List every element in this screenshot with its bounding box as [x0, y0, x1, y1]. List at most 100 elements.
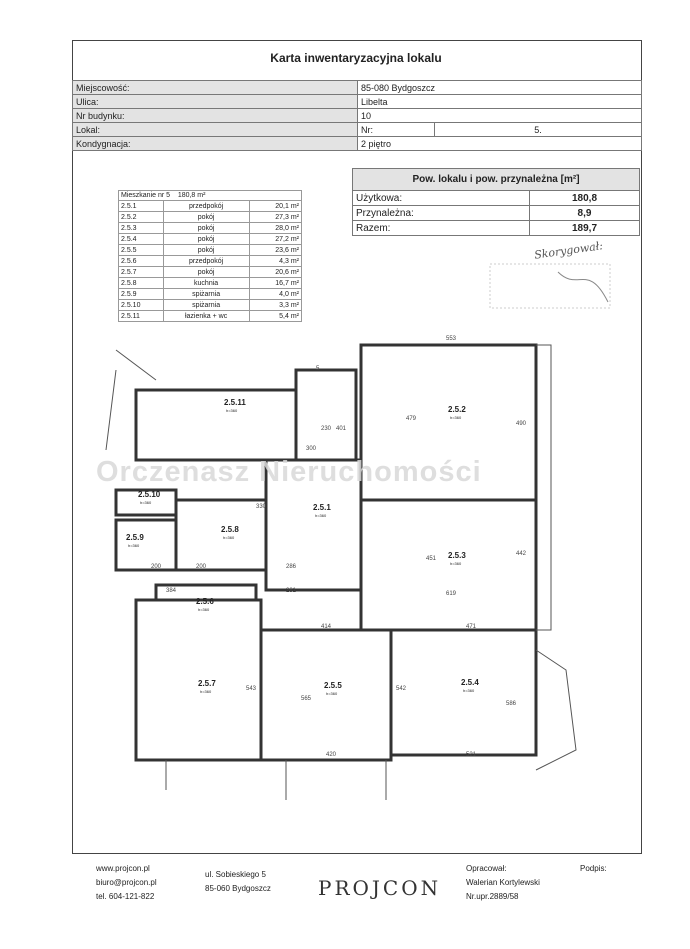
dimension-label: 384 — [166, 588, 177, 594]
dimension-label: 543 — [246, 686, 257, 692]
room-no: 2.5.6 — [118, 255, 164, 267]
dimension-label: 330 — [256, 504, 267, 510]
room-label: 2.5.3 — [448, 551, 466, 560]
dimension-label: 442 — [516, 551, 527, 557]
dimension-label: 565 — [301, 696, 312, 702]
dimension-label: 521 — [466, 752, 477, 758]
room-name: spiżarnia — [162, 299, 250, 311]
phone-text: tel. 604-121-822 — [96, 892, 155, 901]
room-area: 4,3 m² — [248, 255, 303, 267]
dimension-label: 490 — [516, 421, 527, 427]
room-area: 20,1 m² — [248, 200, 303, 212]
room-label: 2.5.11 — [224, 398, 246, 407]
room-area: 27,3 m² — [248, 211, 303, 223]
location-table: Miejscowość: 85-080 Bydgoszcz Ulica: Lib… — [72, 80, 642, 151]
room-height: h=360 — [450, 561, 462, 566]
room-no: 2.5.3 — [118, 222, 164, 234]
table-row: Razem:189,7 — [352, 220, 640, 236]
room-name: łazienka + wc — [162, 310, 250, 322]
room-label: 2.5.2 — [448, 405, 466, 414]
area-value: 180,8 — [529, 190, 640, 206]
room-name: kuchnia — [162, 277, 250, 289]
room-label: 2.5.9 — [126, 533, 144, 542]
room-height: h=360 — [450, 415, 462, 420]
table-row: Ulica: Libelta — [72, 94, 642, 109]
unit-nr-label: Nr: — [357, 122, 435, 137]
dimension-label: 619 — [446, 591, 457, 597]
room-height: h=360 — [140, 500, 152, 505]
rooms-caption-left: Mieszkanie nr 5 — [121, 192, 171, 199]
value-building: 10 — [357, 108, 642, 123]
table-row: Użytkowa:180,8 — [352, 190, 640, 206]
author-license: Nr.upr.2889/58 — [466, 892, 519, 901]
dimension-label: 479 — [406, 416, 417, 422]
room-label: 2.5.6 — [196, 597, 214, 606]
label-floor: Kondygnacja: — [72, 136, 358, 151]
table-row: Przynależna:8,9 — [352, 205, 640, 221]
room-no: 2.5.2 — [118, 211, 164, 223]
area-table: Pow. lokalu i pow. przynależna [m²] Użyt… — [352, 168, 640, 236]
room-no: 2.5.8 — [118, 277, 164, 289]
room-height: h=360 — [128, 543, 140, 548]
dimension-label: 471 — [466, 624, 477, 630]
dimension-label: 286 — [286, 564, 297, 570]
room-area: 20,6 m² — [248, 266, 303, 278]
author-name: Walerian Kortylewski — [466, 878, 540, 887]
value-floor: 2 piętro — [357, 136, 642, 151]
room-area: 3,3 m² — [248, 299, 303, 311]
room-label: 2.5.7 — [198, 679, 216, 688]
room-no: 2.5.10 — [118, 299, 164, 311]
room-name: pokój — [162, 244, 250, 256]
stamp-mark — [488, 262, 628, 314]
room-label: 2.5.4 — [461, 678, 479, 687]
dimension-label: 451 — [426, 556, 437, 562]
dimension-label: 5 — [316, 366, 320, 372]
footer-address: ul. Sobieskiego 5 85-060 Bydgoszcz — [205, 868, 271, 896]
label-city: Miejscowość: — [72, 80, 358, 95]
dimension-label: 401 — [336, 426, 347, 432]
dimension-label: 230 — [321, 426, 332, 432]
floor-plan: 2.5.1h=3602.5.2h=3602.5.3h=3602.5.4h=360… — [105, 336, 577, 800]
room-no: 2.5.11 — [118, 310, 164, 322]
footer-author: Opracował: Walerian Kortylewski Nr.upr.2… — [466, 862, 540, 904]
room-area: 23,6 m² — [248, 244, 303, 256]
room-height: h=360 — [223, 535, 235, 540]
dimension-label: 586 — [506, 701, 517, 707]
room-area: 4,0 m² — [248, 288, 303, 300]
dimension-label: 414 — [321, 624, 332, 630]
page-title: Karta inwentaryzacyjna lokalu — [270, 51, 442, 65]
dimension-label: 200 — [151, 564, 162, 570]
room-no: 2.5.4 — [118, 233, 164, 245]
area-value: 8,9 — [529, 205, 640, 221]
table-row: Kondygnacja: 2 piętro — [72, 136, 642, 151]
room-area: 5,4 m² — [248, 310, 303, 322]
email-link[interactable]: biuro@projcon.pl — [96, 878, 157, 887]
room-area: 16,7 m² — [248, 277, 303, 289]
website-link[interactable]: www.projcon.pl — [96, 864, 150, 873]
room-area: 28,0 m² — [248, 222, 303, 234]
dimension-label: 420 — [326, 752, 337, 758]
document-frame — [72, 40, 642, 854]
rooms-caption-right: 180,8 m² — [177, 192, 206, 199]
rooms-caption: Mieszkanie nr 5 180,8 m² — [118, 190, 302, 200]
room-no: 2.5.9 — [118, 288, 164, 300]
table-row: Miejscowość: 85-080 Bydgoszcz — [72, 80, 642, 95]
label-building: Nr budynku: — [72, 108, 358, 123]
room-height: h=360 — [315, 513, 327, 518]
dimension-label: 200 — [196, 564, 207, 570]
label-street: Ulica: — [72, 94, 358, 109]
room-height: h=360 — [226, 408, 238, 413]
dimension-label: 542 — [396, 686, 407, 692]
room-no: 2.5.7 — [118, 266, 164, 278]
value-street: Libelta — [357, 94, 642, 109]
room-name: pokój — [162, 211, 250, 223]
area-label: Przynależna: — [352, 205, 530, 221]
area-value: 189,7 — [529, 220, 640, 236]
table-row: Lokal: Nr: 5. — [72, 122, 642, 137]
